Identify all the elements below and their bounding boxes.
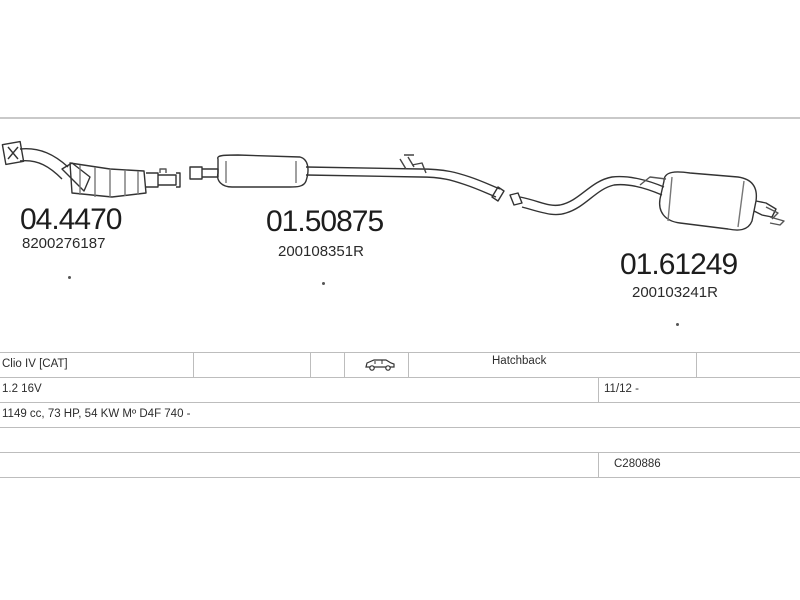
catalog-code-cell: C280886: [614, 458, 661, 470]
rear-silencer-drawing: [509, 171, 785, 231]
body-type-cell: Hatchback: [492, 355, 547, 367]
oem-number-2: 200108351R: [278, 243, 364, 260]
car-icon: [362, 356, 396, 380]
table-row: [0, 427, 800, 452]
table-row: Clio IV [CAT] Hatchback: [0, 352, 800, 377]
part-number-1[interactable]: 04.4470: [20, 203, 122, 236]
exhaust-diagram: 04.4470 8200276187 01.50875 200108351R 0…: [0, 125, 800, 345]
specs-cell: 1149 cc, 73 HP, 54 KW Mº D4F 740 -: [2, 408, 191, 420]
table-row: 1.2 16V 11/12 -: [0, 377, 800, 402]
exhaust-system-drawing: [1, 140, 785, 231]
reference-dot-3: [676, 323, 679, 326]
model-cell: Clio IV [CAT]: [2, 358, 68, 370]
oem-number-3: 200103241R: [632, 284, 718, 301]
table-row: C280886: [0, 452, 800, 478]
reference-dot-2: [322, 282, 325, 285]
table-row: 1149 cc, 73 HP, 54 KW Mº D4F 740 -: [0, 402, 800, 427]
part-number-2[interactable]: 01.50875: [266, 205, 384, 238]
middle-silencer-drawing: [189, 154, 505, 202]
reference-dot-1: [68, 276, 71, 279]
vehicle-info-table: Clio IV [CAT] Hatchback 1.2 16V 11/12 - …: [0, 352, 800, 478]
oem-number-1: 8200276187: [22, 235, 106, 252]
catalytic-converter-drawing: [1, 140, 181, 198]
date-cell: 11/12 -: [604, 383, 639, 395]
top-divider: [0, 117, 800, 119]
part-number-3[interactable]: 01.61249: [620, 248, 738, 281]
engine-cell: 1.2 16V: [2, 383, 42, 395]
